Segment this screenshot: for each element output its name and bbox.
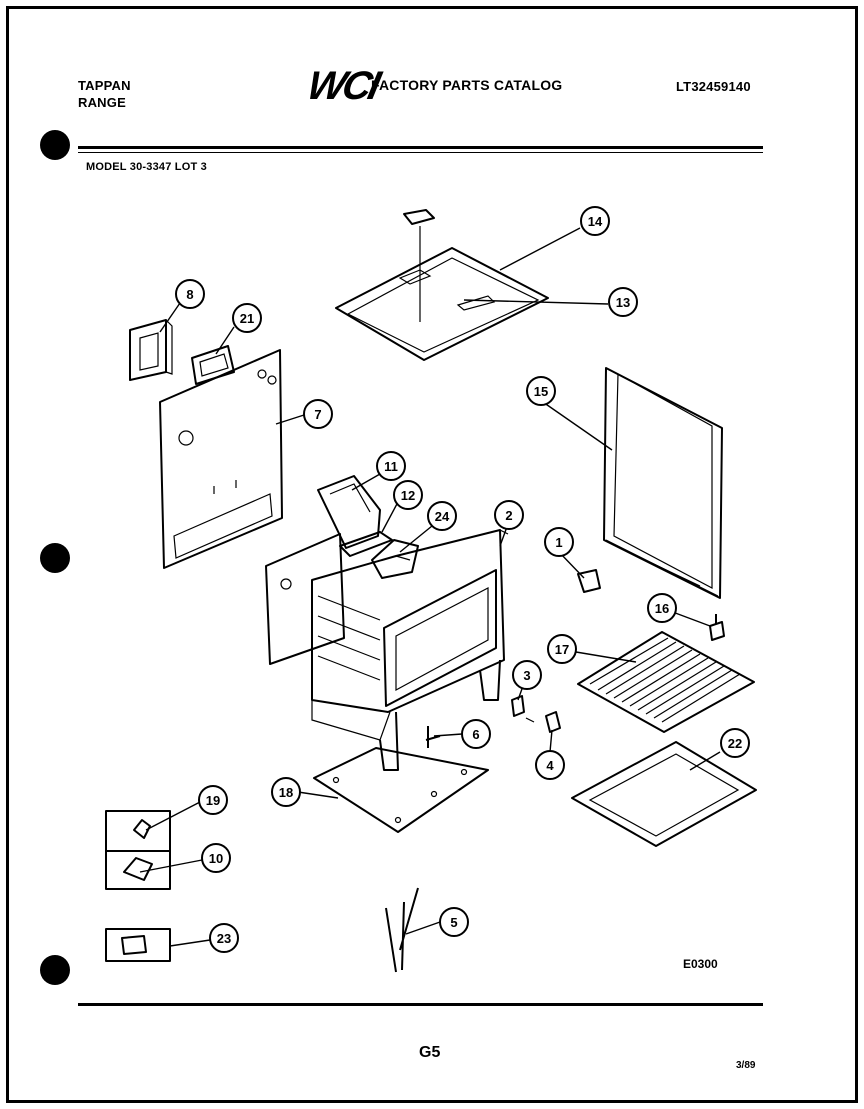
cooktop-cover-part <box>335 209 549 361</box>
hardware-part-3-4 <box>511 695 561 733</box>
page-number: G5 <box>419 1044 441 1061</box>
brand-name: TAPPAN <box>78 78 131 93</box>
svg-text:15: 15 <box>534 384 548 399</box>
callout-21: 21 <box>232 303 262 333</box>
bottom-panel-part <box>313 747 489 833</box>
svg-text:17: 17 <box>555 642 569 657</box>
drawing-code: E0300 <box>683 957 718 971</box>
svg-text:7: 7 <box>314 407 321 422</box>
oven-body-part <box>311 529 509 771</box>
svg-text:11: 11 <box>384 459 398 474</box>
callout-10: 10 <box>201 843 231 873</box>
callout-1: 1 <box>544 527 574 557</box>
page-border <box>6 6 858 1103</box>
footer-rule <box>78 1003 763 1006</box>
svg-text:19: 19 <box>206 793 220 808</box>
bracket-part-8 <box>129 319 173 381</box>
oven-door-frame-part <box>603 367 723 599</box>
binder-hole-top <box>40 130 70 160</box>
svg-text:22: 22 <box>728 736 742 751</box>
callout-6: 6 <box>461 719 491 749</box>
svg-text:1: 1 <box>555 535 562 550</box>
callout-11: 11 <box>376 451 406 481</box>
callout-23: 23 <box>209 923 239 953</box>
callout-8: 8 <box>175 279 205 309</box>
callout-16: 16 <box>647 593 677 623</box>
document-number: LT32459140 <box>676 79 751 94</box>
side-panel-part <box>265 533 345 665</box>
svg-text:5: 5 <box>450 915 457 930</box>
boxed-parts <box>105 810 171 962</box>
callout-2: 2 <box>494 500 524 530</box>
callout-15: 15 <box>526 376 556 406</box>
burner-box-part <box>317 475 419 579</box>
revision-date: 3/89 <box>736 1060 756 1071</box>
svg-text:2: 2 <box>505 508 512 523</box>
svg-text:18: 18 <box>279 785 293 800</box>
oven-rack-part <box>577 631 755 733</box>
callout-4: 4 <box>535 750 565 780</box>
callout-3: 3 <box>512 660 542 690</box>
svg-text:12: 12 <box>401 488 415 503</box>
svg-text:6: 6 <box>472 727 479 742</box>
svg-text:10: 10 <box>209 851 223 866</box>
callout-14: 14 <box>580 206 610 236</box>
callout-12: 12 <box>393 480 423 510</box>
callout-7: 7 <box>303 399 333 429</box>
svg-text:16: 16 <box>655 601 669 616</box>
svg-text:24: 24 <box>435 509 450 524</box>
callout-5: 5 <box>439 907 469 937</box>
drip-tray-part <box>571 741 757 847</box>
pin-part <box>425 726 441 748</box>
leader-lines <box>139 227 721 947</box>
callout-19: 19 <box>198 785 228 815</box>
svg-text:8: 8 <box>186 287 193 302</box>
leveling-leg-part <box>709 614 725 641</box>
header-rule <box>78 146 763 149</box>
binder-hole-middle <box>40 543 70 573</box>
callout-22: 22 <box>720 728 750 758</box>
svg-text:13: 13 <box>616 295 630 310</box>
knob-part <box>577 569 601 593</box>
model-line: MODEL 30-3347 LOT 3 <box>86 161 207 173</box>
callout-24: 24 <box>427 501 457 531</box>
callout-13: 13 <box>608 287 638 317</box>
svg-text:21: 21 <box>240 311 254 326</box>
svg-text:23: 23 <box>217 931 231 946</box>
binder-hole-bottom <box>40 955 70 985</box>
callout-17: 17 <box>547 634 577 664</box>
svg-text:14: 14 <box>588 214 603 229</box>
product-type: RANGE <box>78 95 126 110</box>
svg-text:4: 4 <box>546 758 554 773</box>
back-panel-part <box>159 349 283 569</box>
header-rule-thin <box>78 152 763 153</box>
bracket-part-21 <box>191 345 235 385</box>
svg-text:3: 3 <box>523 668 530 683</box>
callout-18: 18 <box>271 777 301 807</box>
clip-part <box>385 887 419 973</box>
catalog-title: FACTORY PARTS CATALOG <box>371 77 563 93</box>
